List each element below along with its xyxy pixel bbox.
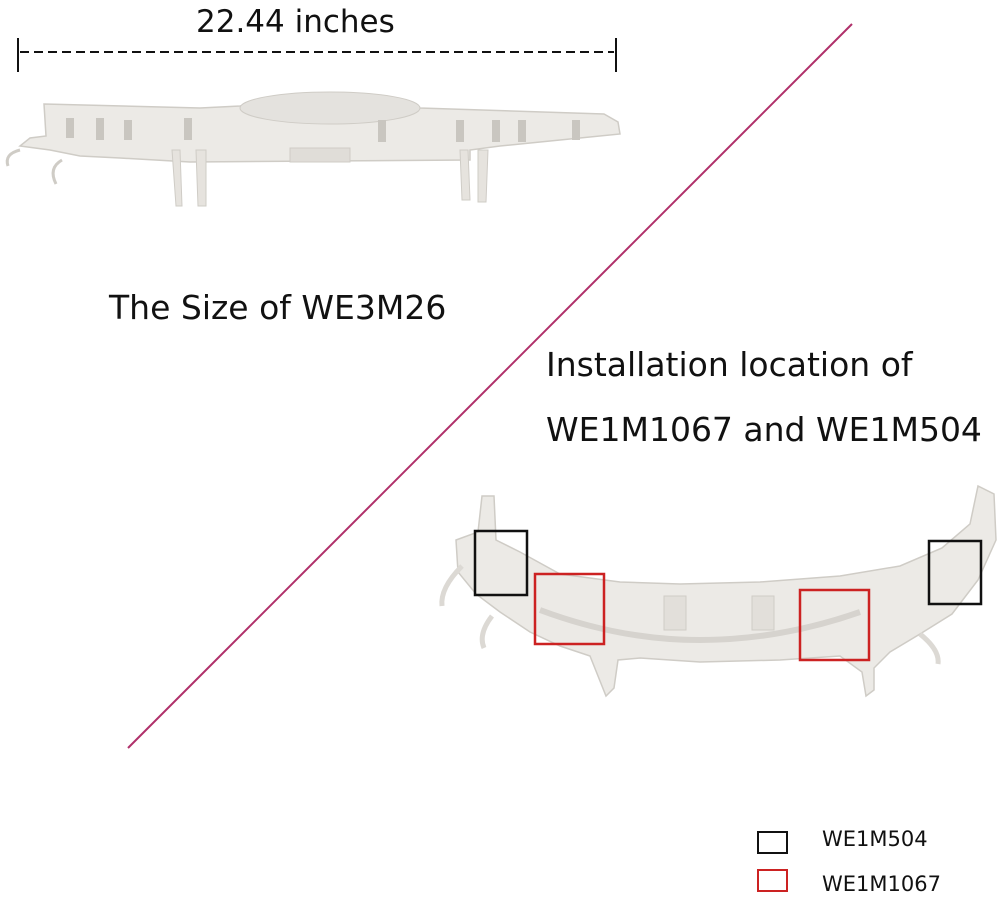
- legend-label-we1m504: WE1M504: [822, 827, 928, 851]
- we1m1067-marker-right: [798, 588, 871, 662]
- we1m504-marker-left: [473, 529, 529, 597]
- we1m504-marker-right: [927, 539, 983, 606]
- dimension-line: [17, 38, 617, 72]
- we1m1067-marker-left: [533, 572, 606, 646]
- we3m26-part-image: [5, 91, 621, 207]
- dimension-label: 22.44 inches: [196, 4, 395, 40]
- installation-part-image: [439, 484, 997, 698]
- legend-swatch-we1m504: [757, 831, 788, 854]
- legend-label-we1m1067: WE1M1067: [822, 872, 941, 896]
- legend-swatch-we1m1067: [757, 869, 788, 892]
- diagonal-divider: [127, 23, 853, 749]
- installation-caption-line2: WE1M1067 and WE1M504: [546, 410, 982, 449]
- installation-caption-line1: Installation location of: [546, 345, 913, 384]
- size-caption: The Size of WE3M26: [109, 288, 447, 327]
